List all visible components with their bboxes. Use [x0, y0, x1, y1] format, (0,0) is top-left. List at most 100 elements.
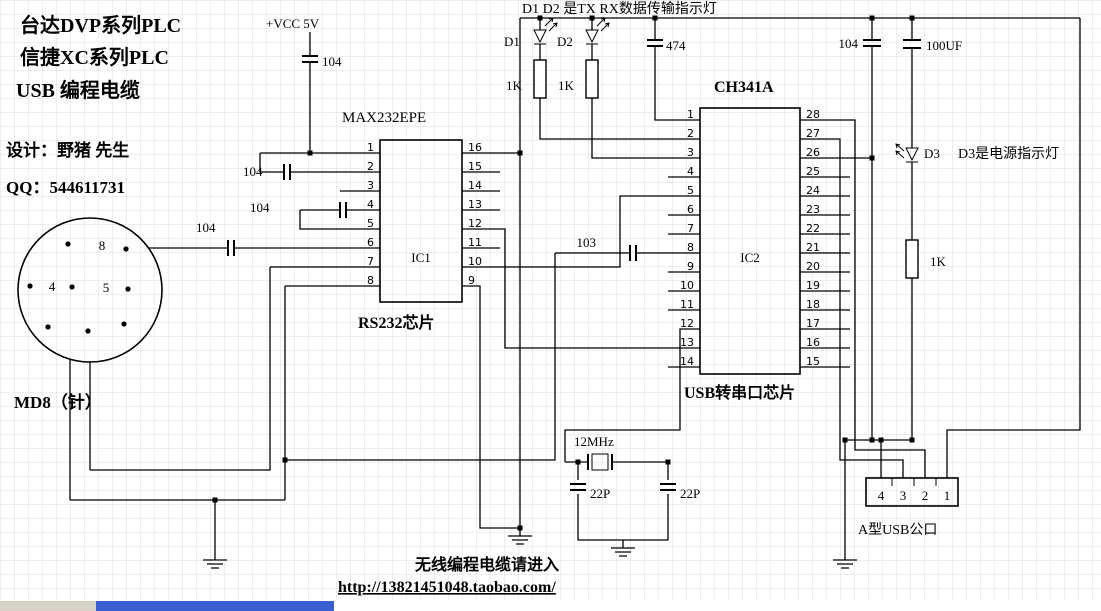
ic2-pin-number: 19	[806, 279, 820, 292]
wire-ic2-right-stubs	[800, 176, 850, 368]
led-d1-label: D1	[504, 34, 520, 49]
qq-label: QQ：544611731	[6, 178, 125, 197]
top-note: D1 D2 是TX RX数据传输指示灯	[522, 1, 717, 17]
cap-right-symbol	[863, 39, 881, 47]
ic2-pin-number: 3	[687, 146, 694, 159]
wire-ic1-right	[462, 152, 700, 529]
ic2-pin-number: 6	[687, 203, 694, 216]
cap-474-symbol	[647, 39, 663, 47]
ic2-pin-number: 16	[806, 336, 820, 349]
ic2-pin-number: 10	[680, 279, 694, 292]
bottom-url[interactable]: http://13821451048.taobao.com/	[338, 579, 556, 596]
ic2-body	[699, 107, 801, 375]
ground-crystal	[611, 540, 635, 557]
led-d2-symbol	[585, 17, 610, 45]
led-d3-label: D3	[924, 146, 940, 161]
wire-top-rail	[519, 17, 1080, 528]
md8-pin4-label: 4	[49, 279, 56, 294]
ic2-caption: USB转串口芯片	[684, 383, 795, 402]
ic2-pin-number: 27	[806, 127, 820, 140]
cap-103-label: 103	[577, 235, 597, 250]
crystal-plates	[587, 454, 613, 470]
cap-22p2-symbol	[660, 483, 676, 491]
ic2-right-pin-numbers: 28 27 26 25 24 23 22 21 20 19 18 17 16 1…	[806, 108, 820, 368]
wire-right-branches	[871, 18, 1081, 478]
ic1-pin-number: 16	[468, 141, 482, 154]
vcc-label: +VCC 5V	[266, 16, 320, 31]
resistor-r2-label: 1K	[558, 78, 575, 93]
wire-474-branch	[654, 18, 700, 121]
led-d2-label: D2	[557, 34, 573, 49]
title-line2: 信捷XC系列PLC	[20, 45, 169, 69]
resistor-r3	[905, 239, 919, 279]
wires	[69, 17, 1081, 560]
cap-22p2-label: 22P	[680, 486, 700, 501]
designer-label: 设计：野猪 先生	[6, 140, 129, 160]
md8-connector: 8 4 5 MD8（针）	[14, 217, 163, 412]
bottom-note: 无线编程电缆请进入	[414, 555, 559, 574]
cap-vcc-symbol	[302, 55, 318, 63]
usb-pin2-label: 2	[922, 488, 929, 503]
footer-blue-bar	[96, 601, 334, 611]
ic2-pin-number: 24	[806, 184, 820, 197]
ic1-max232: MAX232EPE IC1 RS232芯片 1 2 3 4 5 6 7 8 16…	[342, 110, 482, 332]
usb-label: A型USB公口	[858, 522, 937, 538]
cap-22p1-symbol	[570, 483, 586, 491]
ground-mid	[508, 528, 532, 545]
led-d3-symbol	[895, 143, 919, 163]
ic2-ref-label: IC2	[740, 250, 760, 265]
ic2-pin-number: 25	[806, 165, 820, 178]
ground-left	[203, 559, 227, 569]
usb-body	[865, 477, 959, 507]
d3-note: D3是电源指示灯	[958, 146, 1059, 162]
resistor-r2	[585, 59, 599, 99]
resistor-r3-label: 1K	[930, 254, 947, 269]
ic2-pin-number: 14	[680, 355, 694, 368]
cap-c-symbol	[227, 240, 235, 256]
ic1-pin-number: 12	[468, 217, 482, 230]
wire-ic2-left-stubs	[668, 176, 700, 368]
crystal-body	[591, 453, 609, 471]
wire-ic1-left	[69, 152, 380, 501]
ic2-pin-number: 23	[806, 203, 820, 216]
ic1-pin-number: 7	[367, 255, 374, 268]
led-d1-symbol	[533, 17, 558, 45]
ic2-ch341a: CH341A IC2 USB转串口芯片 1 2 3 4 5 6 7 8 9 10…	[680, 79, 820, 402]
usb-pin3-label: 3	[900, 488, 907, 503]
ic2-pin-number: 13	[680, 336, 694, 349]
ground-symbols	[203, 528, 857, 569]
ic1-pin-number: 13	[468, 198, 482, 211]
ic2-pin-number: 7	[687, 222, 694, 235]
ic2-left-pin-numbers: 1 2 3 4 5 6 7 8 9 10 11 12 13 14	[680, 108, 694, 368]
junction-dots	[212, 15, 915, 531]
ic1-pin-number: 5	[367, 217, 374, 230]
ic2-pin-number: 18	[806, 298, 820, 311]
ground-right	[833, 559, 857, 569]
cap-right-label: 104	[839, 36, 859, 51]
ic2-pin-number: 17	[806, 317, 820, 330]
ic1-pin-number: 9	[468, 274, 475, 287]
md8-label: MD8（针）	[14, 392, 102, 412]
cap-103-symbol	[629, 245, 637, 261]
ic2-pin-number: 8	[687, 241, 694, 254]
ic1-part-label: MAX232EPE	[342, 110, 426, 126]
cap-a-label: 104	[243, 164, 263, 179]
ic2-pin-number: 12	[680, 317, 694, 330]
crystal-circuit: 12MHz	[574, 434, 614, 471]
resistor-r1-label: 1K	[506, 78, 523, 93]
ic1-pin-number: 4	[367, 198, 374, 211]
cap-22p1-label: 22P	[590, 486, 610, 501]
ic2-pin-number: 1	[687, 108, 694, 121]
wire-usb-routes	[800, 119, 926, 560]
ic1-pin-number: 2	[367, 160, 374, 173]
wire-led-branches	[539, 18, 700, 159]
ic2-pin-number: 22	[806, 222, 820, 235]
ic2-pin-number: 26	[806, 146, 820, 159]
wire-103-net	[285, 252, 700, 461]
cap-100uf-symbol	[903, 39, 921, 49]
ic1-pin-number: 15	[468, 160, 482, 173]
ic2-pin-number: 15	[806, 355, 820, 368]
crystal-label: 12MHz	[574, 434, 614, 449]
ic1-pin-number: 6	[367, 236, 374, 249]
ic1-left-pin-numbers: 1 2 3 4 5 6 7 8	[367, 141, 374, 287]
